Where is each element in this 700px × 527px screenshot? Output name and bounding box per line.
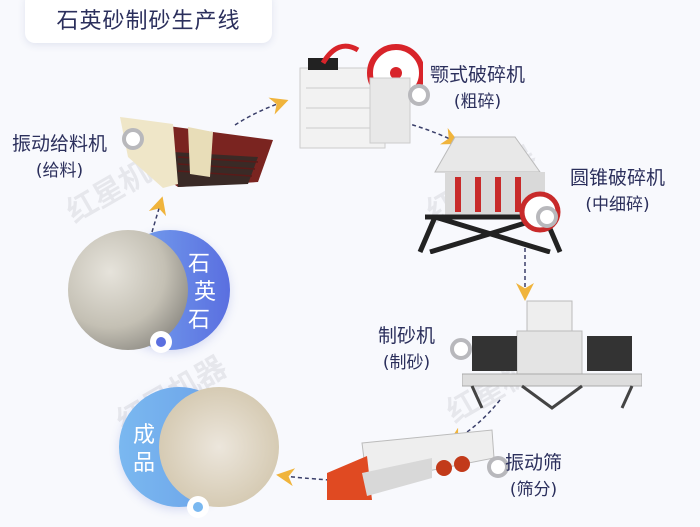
raw-char: 石 [187,308,210,333]
raw-quartz-photo [68,230,188,350]
product-dot [187,496,209,518]
title-box: 石英砂制砂生产线 [25,0,272,43]
jaw-crusher-image [299,43,423,149]
product-char: 品 [132,451,155,476]
gear-icon [487,456,509,478]
product-sand-photo [159,387,279,507]
screen-name: 振动筛 [505,452,563,474]
product-label: 成 品 [131,422,157,478]
sand-name: 制砂机 [378,325,436,347]
label-feeder: 振动给料机 (给料) [12,131,107,185]
jaw-sub: (粗碎) [453,92,502,112]
vibrating-screen-image [327,429,495,500]
vibrating-feeder-image [120,117,273,188]
arrow-raw-to-feeder [148,196,167,233]
sand-making-machine-image [462,300,642,410]
feeder-name: 振动给料机 [12,133,108,155]
label-screen: 振动筛 (筛分) [505,450,562,504]
label-sand-maker: 制砂机 (制砂) [378,323,435,377]
label-jaw-crusher: 颚式破碎机 (粗碎) [430,62,525,116]
raw-char: 石 [187,252,210,277]
gear-icon [450,338,472,360]
raw-quartz-label: 石 英 石 [186,251,218,335]
screen-sub: (筛分) [509,480,558,500]
raw-dot [150,331,172,353]
gear-icon [536,206,558,228]
arrow-jaw-to-cone [384,117,461,145]
raw-char: 英 [193,280,216,305]
cone-crusher-image [417,136,563,254]
cone-sub: (中细碎) [585,195,650,215]
arrow-sand-to-screen [447,399,501,445]
sand-sub: (制砂) [382,353,431,373]
gear-icon [408,84,430,106]
jaw-name: 颚式破碎机 [430,64,526,86]
arrow-feeder-to-jaw [234,97,289,126]
product-char: 成 [132,423,155,448]
feeder-sub: (给料) [35,161,84,181]
arrow-screen-to-product [276,468,331,487]
page-title: 石英砂制砂生产线 [56,9,241,34]
cone-name: 圆锥破碎机 [570,167,666,189]
gear-icon [122,128,144,150]
label-cone-crusher: 圆锥破碎机 (中细碎) [570,165,665,219]
